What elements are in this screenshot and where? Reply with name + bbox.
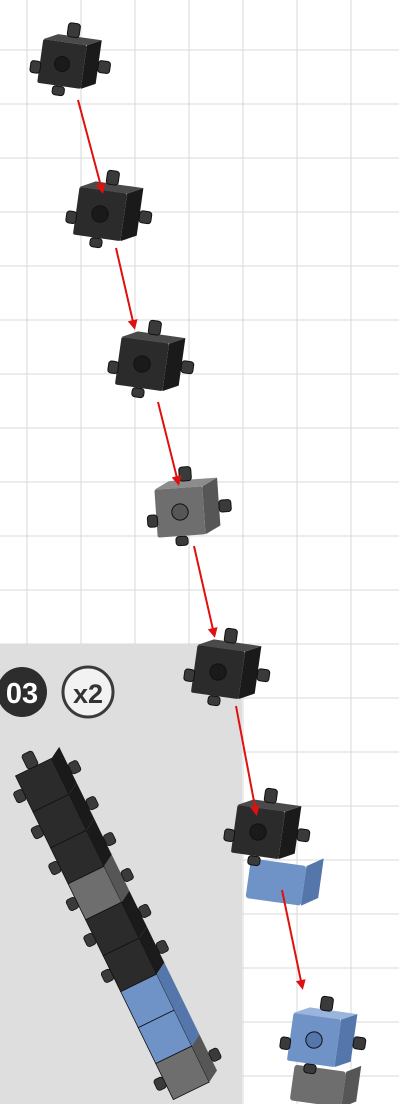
quantity-text: x2 [73, 679, 103, 709]
arrow-1 [78, 100, 102, 190]
cube-2 [63, 165, 157, 254]
cube-4 [144, 464, 234, 548]
quantity-badge: x2 [63, 667, 113, 717]
arrow-3 [158, 402, 178, 482]
cube-1 [27, 18, 116, 102]
cube-7 [277, 991, 371, 1080]
arrow-2 [116, 248, 134, 326]
cube-3 [105, 315, 199, 404]
step-number-text: 03 [6, 678, 38, 710]
